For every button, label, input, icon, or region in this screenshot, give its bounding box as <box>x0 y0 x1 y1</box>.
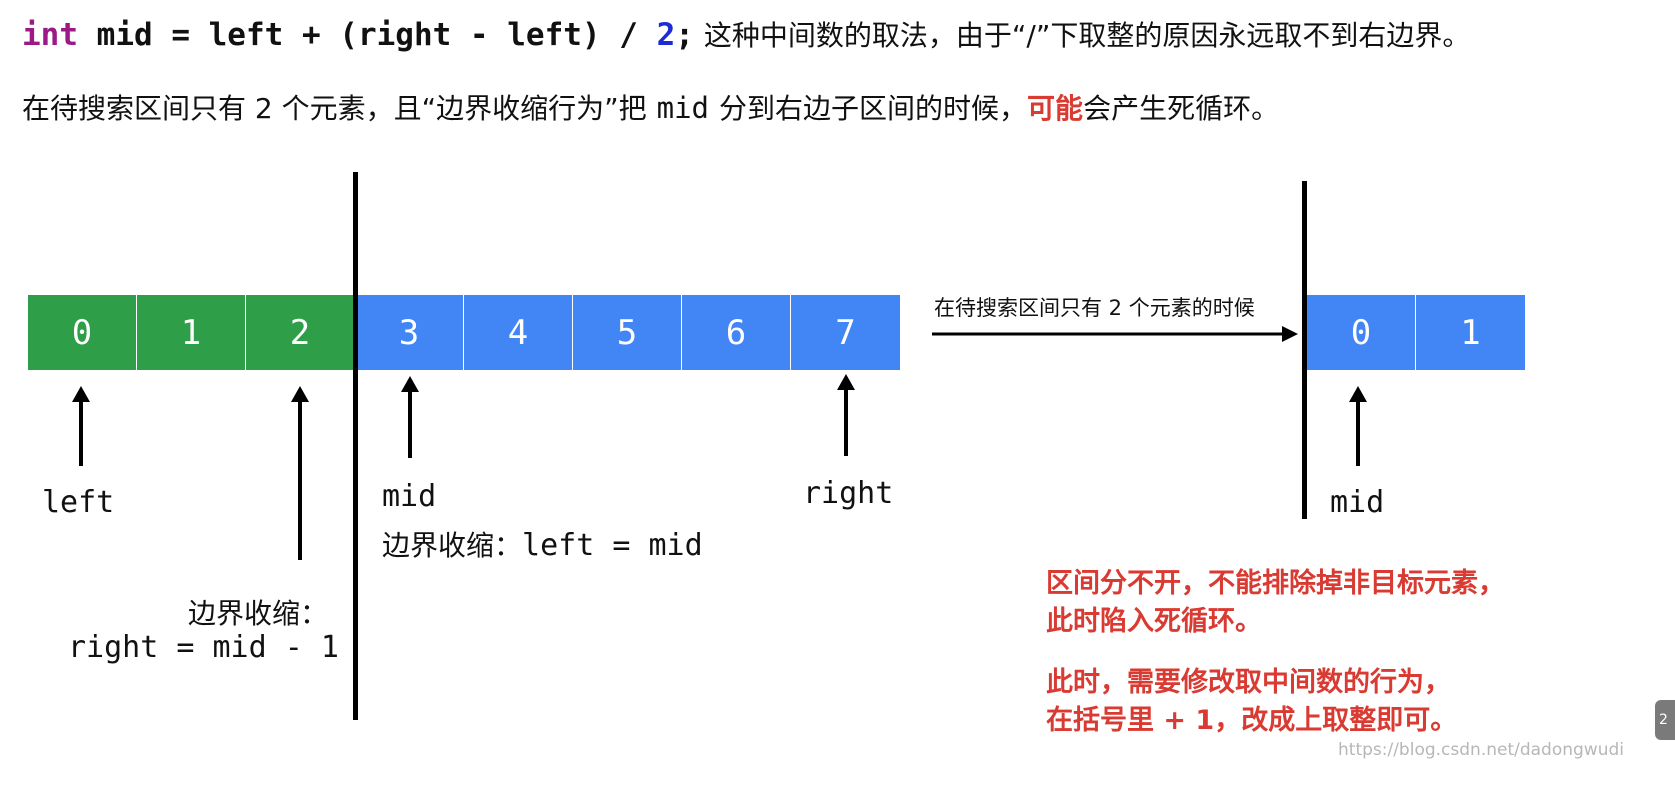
array-cell: 7 <box>791 295 900 370</box>
left-label: left <box>42 485 115 520</box>
arrow-shaft <box>79 400 83 466</box>
array-cell: 0 <box>1307 295 1416 370</box>
subheader-line: 在待搜索区间只有 2 个元素，且“边界收缩行为”把 mid 分到右边子区间的时候，可… <box>22 88 1279 129</box>
transition-arrow <box>932 326 1298 342</box>
right-mid-label: mid <box>1330 485 1385 520</box>
arrow-head <box>72 386 90 402</box>
arrow-head <box>291 386 309 402</box>
transition-arrow-head <box>1282 326 1298 342</box>
note-line-3: 此时，需要修改取中间数的行为， <box>1046 667 1451 698</box>
mid-label: mid <box>382 479 437 514</box>
array-cell: 4 <box>464 295 573 370</box>
left-array: 0 1 2 3 4 5 6 7 <box>28 295 900 370</box>
arrow-shaft <box>1356 400 1360 466</box>
code-keyword: int <box>22 17 78 53</box>
right-array: 0 1 <box>1307 295 1525 370</box>
right-label: right <box>803 476 894 511</box>
code-number: 2 <box>656 17 676 53</box>
arrow-shaft <box>408 390 412 458</box>
shrink-right-expr: right = mid - 1 <box>68 630 339 665</box>
arrow-head <box>1349 386 1367 402</box>
subheader-prefix: 在待搜索区间只有 2 个元素，且“边界收缩行为”把 <box>22 92 647 125</box>
array-cell: 0 <box>28 295 137 370</box>
shrink-left-expr: left = mid <box>522 528 703 563</box>
right-divider-line <box>1302 181 1307 519</box>
note-line-1: 区间分不开，不能排除掉非目标元素， <box>1046 568 1505 599</box>
array-cell: 1 <box>1416 295 1525 370</box>
arrow-shaft <box>844 388 848 456</box>
shrink-left-title: 边界收缩： <box>382 529 523 562</box>
left-divider-line <box>353 172 358 720</box>
shrink-left-caption: 边界收缩：left = mid <box>382 524 703 564</box>
page-badge: 2 <box>1655 700 1675 740</box>
note-line-4: 在括号里 + 1，改成上取整即可。 <box>1046 705 1458 736</box>
subheader-emphasis: 可能 <box>1027 92 1084 125</box>
arrow-head <box>837 374 855 390</box>
code-body: mid = left + (right - left) / <box>78 17 657 53</box>
array-cell: 5 <box>573 295 682 370</box>
array-cell: 3 <box>355 295 464 370</box>
subheader-mid-token: mid <box>656 91 710 125</box>
watermark: https://blog.csdn.net/dadongwudi <box>1338 740 1625 760</box>
header-code-line: int mid = left + (right - left) / 2; 这种中间… <box>22 14 1470 57</box>
header-explanation: 这种中间数的取法，由于“/”下取整的原因永远取不到右边界。 <box>703 19 1471 52</box>
arrow-head <box>401 376 419 392</box>
array-cell: 6 <box>682 295 791 370</box>
array-cell: 1 <box>137 295 246 370</box>
arrow-shaft <box>298 400 302 560</box>
shrink-right-title: 边界收缩： <box>188 597 329 630</box>
subheader-suffix: 分到右边子区间的时候， <box>719 92 1028 125</box>
array-cell: 2 <box>246 295 355 370</box>
transition-label: 在待搜索区间只有 2 个元素的时候 <box>934 296 1255 320</box>
code-end: ; <box>675 17 694 53</box>
subheader-tail: 会产生死循环。 <box>1083 92 1280 125</box>
note-line-2: 此时陷入死循环。 <box>1046 606 1262 637</box>
